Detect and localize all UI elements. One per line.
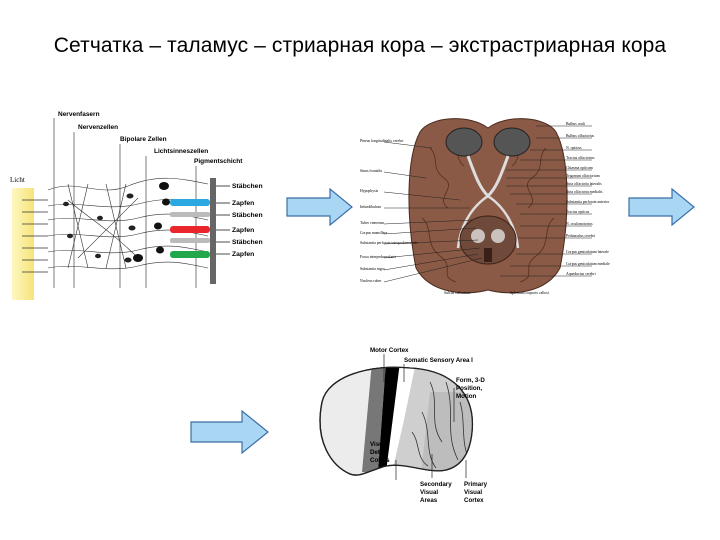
brain-label: Pedunculus cerebri	[566, 234, 595, 238]
cell-label: Zapfen	[232, 227, 254, 234]
cell-label: Zapfen	[232, 251, 254, 258]
brain-label: Substantia nigra	[360, 267, 385, 271]
blue-cone	[170, 199, 210, 206]
brain-label: Tractus opticus	[566, 210, 590, 214]
light-label: Licht	[10, 176, 25, 184]
secondary-visual-label: Visual	[420, 489, 438, 496]
brain-base-diagram: Pineus longitudinalis cerebri Sinus fron…	[360, 108, 618, 300]
rod	[170, 212, 210, 217]
brain-label: Fossa interpeduncularis	[360, 255, 396, 259]
bipolar-cells-label: Bipolare Zellen	[120, 136, 167, 143]
brain-label: Sinus frontalis	[360, 169, 383, 173]
brain-bottom-label: Splenium corporis callosi	[510, 291, 549, 295]
pigment-layer	[210, 178, 216, 284]
brain-label: Chiasma opticum	[566, 166, 593, 170]
brain-label: Corpus geniculatum laterale	[566, 250, 609, 254]
brain-label: Stria olfactoria medialis	[566, 190, 603, 194]
visual-detail-label: Detail,	[370, 449, 389, 456]
pigment-layer-label: Pigmentschicht	[194, 158, 243, 165]
primary-visual-label: Cortex	[464, 497, 484, 504]
cerebral-peduncle	[471, 229, 485, 243]
visual-detail-label: Visual	[370, 441, 388, 448]
brain-label: Bulbus olfactorius	[566, 134, 594, 138]
cell-label: Stäbchen	[232, 239, 263, 246]
label-ticks	[216, 186, 230, 254]
nerve-cells-label: Nervenzellen	[78, 124, 118, 131]
cell-label: Zapfen	[232, 200, 254, 207]
form-label: Form, 3-D	[456, 377, 485, 384]
left-eyeball	[446, 128, 482, 156]
light-band	[12, 188, 34, 300]
brain-label: Aqueductus cerebri	[566, 272, 596, 276]
primary-visual-label: Primary	[464, 481, 488, 488]
retina-diagram: Licht Nervenfasern Nervenzellen Bipolare…	[8, 108, 266, 300]
aqueduct	[484, 248, 492, 262]
brain-label: Tuber cinereum	[360, 221, 384, 225]
brain-label: Nucleus ruber	[360, 279, 382, 283]
brain-label: Substantia perforata interpeduncularis	[360, 241, 418, 245]
right-label-group: Bulbus oculi Bulbus olfactorius N. optic…	[566, 122, 610, 276]
red-cone	[170, 226, 210, 233]
cortex-diagram: Motor Cortex Somatic Sensory Area I Form…	[300, 342, 500, 514]
brain-label: Corpus mamillare	[360, 231, 388, 235]
brain-label: Trigonum olfactorium	[566, 174, 600, 178]
somatic-area-label: Somatic Sensory Area I	[404, 357, 473, 364]
primary-visual-label: Visual	[464, 489, 482, 496]
visual-detail-label: Colors	[370, 457, 390, 464]
form-label: Position,	[456, 385, 482, 392]
right-arrow	[628, 188, 696, 231]
brain-label: Tractus olfactorius	[566, 156, 595, 160]
secondary-visual-label: Areas	[420, 497, 438, 504]
brain-label: Infundibulum	[360, 205, 381, 209]
secondary-visual-label: Secondary	[420, 481, 452, 488]
right-arrow	[190, 410, 270, 459]
cell-label: Stäbchen	[232, 183, 263, 190]
nerve-fibers-label: Nervenfasern	[58, 111, 100, 118]
brain-label: Stria olfactoria lateralis	[566, 182, 602, 186]
brain-bottom-label: Sulcus calcarinus	[444, 291, 471, 295]
brain-label: Bulbus oculi	[566, 122, 585, 126]
sensory-cells-label: Lichtsinneszellen	[154, 148, 208, 155]
brain-label: Corpus geniculatum mediale	[566, 262, 610, 266]
slide-title: Сетчатка – таламус – стриарная кора – эк…	[0, 34, 720, 58]
form-label: Motion	[456, 393, 476, 400]
brain-label: Hypophysis	[360, 189, 379, 193]
motor-cortex-label: Motor Cortex	[370, 347, 409, 354]
right-eyeball	[494, 128, 530, 156]
brain-label: Pineus longitudinalis cerebri	[360, 139, 403, 143]
green-cone	[170, 251, 210, 258]
brain-lobes	[409, 119, 567, 293]
cell-label: Stäbchen	[232, 212, 263, 219]
brain-label: N. opticus	[566, 146, 582, 150]
brain-label: N. oculomotorius	[566, 222, 593, 226]
rod-2	[170, 238, 210, 243]
brain-label: Substantia perforata anterior	[566, 200, 610, 204]
right-arrow	[286, 188, 354, 231]
cerebral-peduncle	[491, 229, 505, 243]
